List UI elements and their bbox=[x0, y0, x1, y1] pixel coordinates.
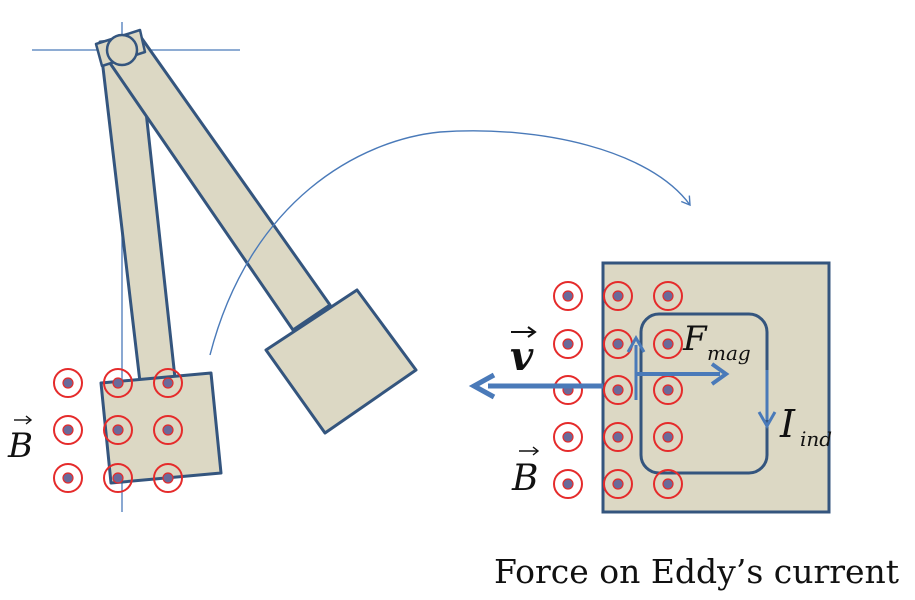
field-out-of-page-icon bbox=[53, 415, 83, 445]
field-out-of-page-icon bbox=[603, 281, 633, 311]
field-out-of-page-icon bbox=[603, 469, 633, 499]
v-label: v bbox=[510, 333, 534, 380]
field-out-of-page-icon bbox=[553, 469, 583, 499]
pendulum-left bbox=[94, 28, 418, 485]
F-subscript: mag bbox=[707, 341, 751, 365]
field-out-of-page-icon bbox=[653, 281, 683, 311]
force-label: F mag bbox=[682, 319, 751, 365]
B-label-left: B bbox=[7, 426, 33, 466]
pivot-icon bbox=[105, 33, 139, 67]
field-out-of-page-icon bbox=[653, 329, 683, 359]
field-out-of-page-icon bbox=[153, 368, 183, 398]
magnetic-field-grid-right bbox=[553, 281, 683, 499]
field-out-of-page-icon bbox=[53, 368, 83, 398]
field-label-left: B bbox=[7, 415, 33, 466]
zoom-curved-arrow bbox=[209, 130, 691, 356]
vector-arrowhead-icon bbox=[25, 415, 33, 425]
magnetic-force-arrowhead-icon bbox=[710, 362, 730, 386]
field-out-of-page-icon bbox=[103, 368, 133, 398]
field-out-of-page-icon bbox=[103, 415, 133, 445]
pendulum-plate-bottom bbox=[99, 371, 223, 485]
field-out-of-page-icon bbox=[653, 422, 683, 452]
field-out-of-page-icon bbox=[553, 375, 583, 405]
diagram-caption: Force on Eddy’s current bbox=[494, 552, 899, 591]
force-arrows bbox=[468, 334, 777, 430]
magnetic-field-grid-left bbox=[53, 368, 183, 493]
field-out-of-page-icon bbox=[653, 469, 683, 499]
field-out-of-page-icon bbox=[553, 329, 583, 359]
I-label: I bbox=[779, 402, 796, 446]
pendulum-plate-swung bbox=[264, 288, 418, 435]
field-out-of-page-icon bbox=[553, 422, 583, 452]
field-out-of-page-icon bbox=[603, 375, 633, 405]
current-label: I ind bbox=[779, 402, 832, 451]
field-out-of-page-icon bbox=[553, 281, 583, 311]
B-label-right: B bbox=[511, 458, 538, 499]
field-out-of-page-icon bbox=[153, 415, 183, 445]
vector-arrowhead-icon bbox=[527, 326, 537, 338]
field-out-of-page-icon bbox=[53, 463, 83, 493]
vector-arrowhead-icon bbox=[532, 446, 540, 456]
F-label: F bbox=[682, 319, 708, 359]
induced-current-arrowhead-icon bbox=[757, 411, 777, 430]
field-out-of-page-icon bbox=[153, 463, 183, 493]
velocity-arrowhead-icon bbox=[468, 372, 496, 400]
velocity-label: v bbox=[510, 326, 537, 380]
field-out-of-page-icon bbox=[603, 422, 633, 452]
field-out-of-page-icon bbox=[103, 463, 133, 493]
current-up-arrowhead-icon bbox=[626, 334, 646, 353]
I-subscript: ind bbox=[800, 427, 832, 451]
field-label-right: B bbox=[511, 446, 540, 499]
